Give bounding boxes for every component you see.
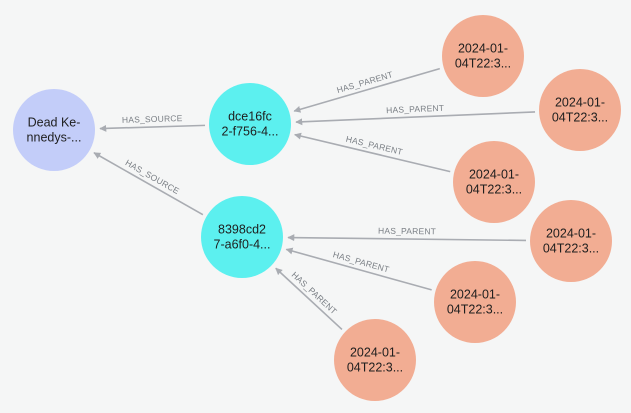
timestamp-node-circle[interactable] xyxy=(334,319,416,401)
edge-t6-c2[interactable]: HAS_PARENT xyxy=(275,267,343,331)
timestamp-node-circle[interactable] xyxy=(453,141,535,223)
node-t2[interactable]: 2024-01-04T22:3... xyxy=(539,69,621,151)
node-label-line: 2024-01- xyxy=(469,168,519,182)
node-label-line: 04T22:3... xyxy=(455,57,511,71)
node-c1[interactable]: dce16fc2-f756-4... xyxy=(209,83,291,165)
node-c2[interactable]: 8398cd27-a6f0-4... xyxy=(201,196,283,278)
chunk-node-circle[interactable] xyxy=(201,196,283,278)
node-t6[interactable]: 2024-01-04T22:3... xyxy=(334,319,416,401)
node-label-line: 8398cd2 xyxy=(218,223,266,237)
edge-label: HAS_SOURCE xyxy=(122,113,183,125)
node-label-line: 2-f756-4... xyxy=(222,125,279,139)
edge-line[interactable] xyxy=(99,124,206,132)
edge-label: HAS_PARENT xyxy=(386,103,444,115)
edge-c1-dk[interactable]: HAS_SOURCE xyxy=(99,113,206,132)
edge-t4-c2[interactable]: HAS_PARENT xyxy=(287,226,527,242)
node-label-line: 7-a6f0-4... xyxy=(214,238,271,252)
node-label-line: 2024-01- xyxy=(450,288,500,302)
node-label-line: 04T22:3... xyxy=(543,242,599,256)
node-dk[interactable]: Dead Ke-nnedys-... xyxy=(13,89,95,171)
node-label-line: 04T22:3... xyxy=(552,111,608,125)
timestamp-node-circle[interactable] xyxy=(434,261,516,343)
chunk-node-circle[interactable] xyxy=(209,83,291,165)
edge-line[interactable] xyxy=(287,234,527,242)
edge-line[interactable] xyxy=(295,111,536,126)
edge-label: HAS_SOURCE xyxy=(124,157,182,196)
node-label-line: 2024-01- xyxy=(546,227,596,241)
node-label-line: 04T22:3... xyxy=(447,303,503,317)
edge-label: HAS_PARENT xyxy=(378,226,436,237)
node-label-line: Dead Ke- xyxy=(28,116,81,130)
edge-line[interactable] xyxy=(294,132,451,173)
node-label-line: 2024-01- xyxy=(350,346,400,360)
node-label-line: nnedys-... xyxy=(27,131,82,145)
edge-line[interactable] xyxy=(275,267,343,331)
node-t5[interactable]: 2024-01-04T22:3... xyxy=(434,261,516,343)
node-label-line: 04T22:3... xyxy=(347,361,403,375)
edge-line[interactable] xyxy=(293,67,441,113)
node-t1[interactable]: 2024-01-04T22:3... xyxy=(442,15,524,97)
edge-line[interactable] xyxy=(285,247,432,291)
edge-c2-dk[interactable]: HAS_SOURCE xyxy=(93,152,204,216)
edge-t3-c1[interactable]: HAS_PARENT xyxy=(294,132,451,173)
node-label-line: 2024-01- xyxy=(458,42,508,56)
timestamp-node-circle[interactable] xyxy=(442,15,524,97)
node-t3[interactable]: 2024-01-04T22:3... xyxy=(453,141,535,223)
node-t4[interactable]: 2024-01-04T22:3... xyxy=(530,200,612,282)
node-label-line: dce16fc xyxy=(228,110,272,124)
source-node-circle[interactable] xyxy=(13,89,95,171)
edge-label: HAS_PARENT xyxy=(290,270,339,317)
node-label-line: 2024-01- xyxy=(555,96,605,110)
node-label-line: 04T22:3... xyxy=(466,183,522,197)
timestamp-node-circle[interactable] xyxy=(530,200,612,282)
edge-t2-c1[interactable]: HAS_PARENT xyxy=(295,103,536,126)
edge-line[interactable] xyxy=(93,152,204,216)
timestamp-node-circle[interactable] xyxy=(539,69,621,151)
